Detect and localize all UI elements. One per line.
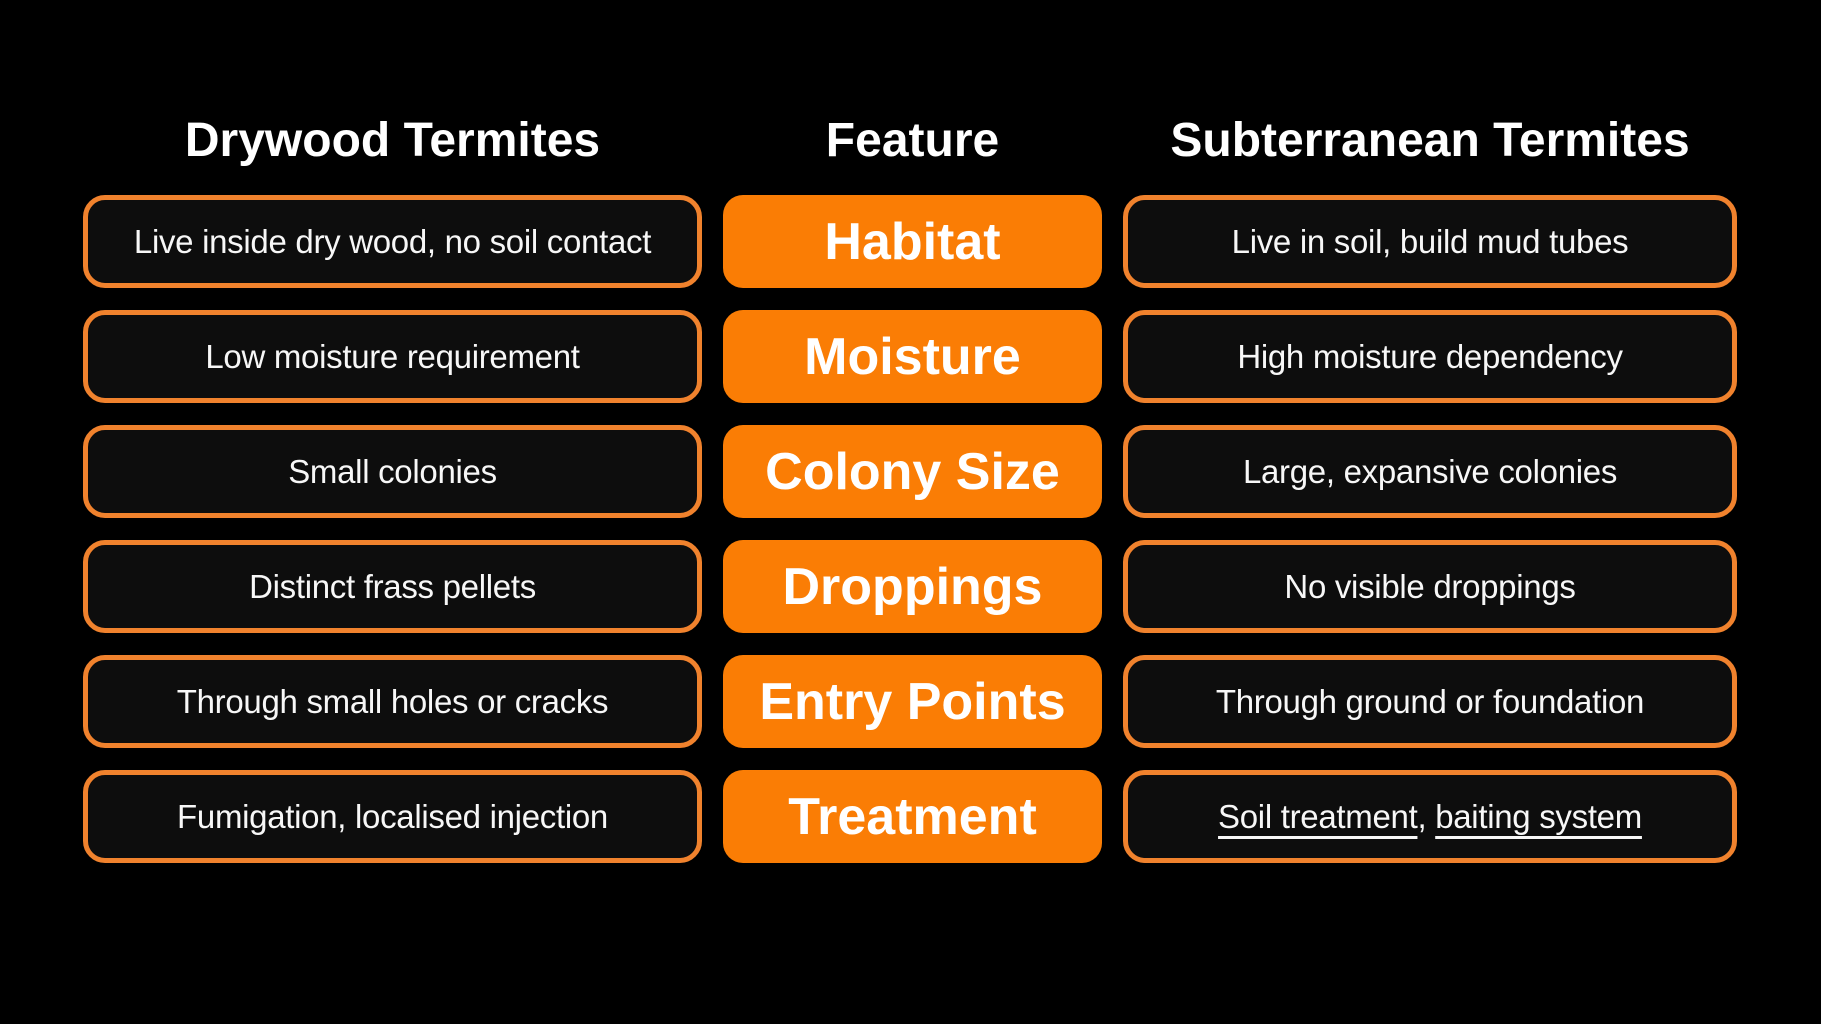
feature-treatment-cell: Treatment: [723, 770, 1102, 863]
column-header-drywood: Drywood Termites: [184, 113, 601, 167]
feature-colony-size-cell: Colony Size: [723, 425, 1102, 518]
drywood-habitat-cell: Live inside dry wood, no soil contact: [83, 195, 702, 288]
subterranean-colony-size-cell: Large, expansive colonies: [1123, 425, 1737, 518]
subterranean-treatment-cell: Soil treatment, baiting system: [1123, 770, 1737, 863]
drywood-entry-points-cell: Through small holes or cracks: [83, 655, 702, 748]
column-header-feature: Feature: [825, 113, 1000, 167]
feature-habitat-cell: Habitat: [723, 195, 1102, 288]
drywood-moisture-cell: Low moisture requirement: [83, 310, 702, 403]
comparison-table: Drywood Termites Feature Subterranean Te…: [83, 107, 1737, 863]
drywood-colony-size-cell: Small colonies: [83, 425, 702, 518]
column-header-subterranean: Subterranean Termites: [1170, 113, 1690, 167]
feature-droppings-cell: Droppings: [723, 540, 1102, 633]
baiting-system-underlined-text: baiting system: [1435, 797, 1642, 835]
subterranean-entry-points-cell: Through ground or foundation: [1123, 655, 1737, 748]
drywood-treatment-cell: Fumigation, localised injection: [83, 770, 702, 863]
subterranean-habitat-cell: Live in soil, build mud tubes: [1123, 195, 1737, 288]
drywood-droppings-cell: Distinct frass pellets: [83, 540, 702, 633]
feature-moisture-cell: Moisture: [723, 310, 1102, 403]
soil-treatment-underlined-text: Soil treatment: [1218, 797, 1418, 835]
treatment-separator-text: ,: [1417, 797, 1436, 835]
feature-entry-points-cell: Entry Points: [723, 655, 1102, 748]
subterranean-treatment-text: Soil treatment, baiting system: [1218, 798, 1642, 836]
subterranean-moisture-cell: High moisture dependency: [1123, 310, 1737, 403]
subterranean-droppings-cell: No visible droppings: [1123, 540, 1737, 633]
